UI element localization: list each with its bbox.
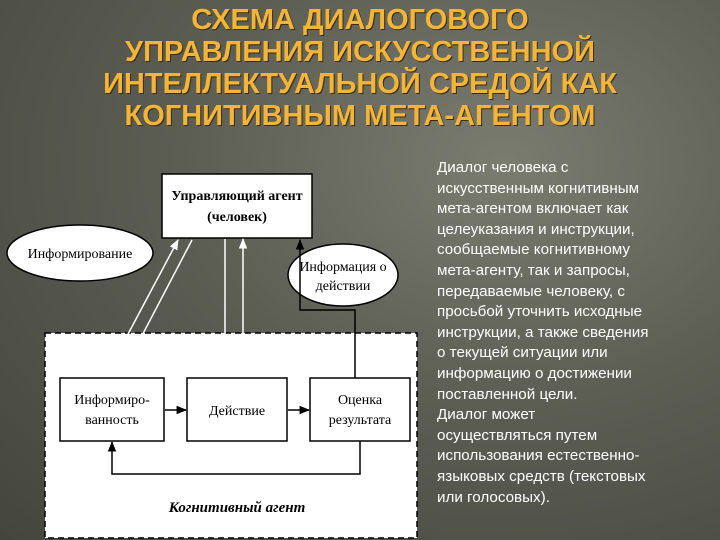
text-line: сообщаемые когнитивному [437, 241, 630, 259]
title-line: КОГНИТИВНЫМ МЕТА-АГЕНТОМ [124, 100, 596, 132]
scheme-diagram: Управляющий агент (человек) Информирован… [6, 173, 418, 539]
awareness-label: Информиро- [74, 393, 150, 408]
text-line: информацию о достижении [437, 364, 632, 382]
arrow-to-agent [109, 239, 179, 369]
managing-agent-label: Управляющий агент [171, 189, 302, 204]
awareness-box [59, 377, 165, 442]
action-label: Действие [209, 404, 265, 419]
evaluation-label: Оценка [338, 393, 383, 408]
informing-label: Информирование [28, 247, 133, 262]
action-info-label: действии [316, 279, 371, 294]
text-line: о текущей ситуации или [437, 344, 608, 362]
text-line: языковых средств (текстовых [437, 467, 646, 485]
cognitive-agent-label: Когнитивный агент [168, 500, 306, 516]
description-text: Диалог человека с искусственным когнитив… [437, 158, 719, 508]
managing-agent-box [161, 173, 313, 239]
action-info-label: Информация о [299, 260, 386, 275]
feedback-line [295, 238, 356, 378]
arrow-to-awareness [123, 239, 193, 371]
text-line: использования естественно- [437, 447, 640, 465]
text-line: целеуказания и инструкции, [437, 220, 635, 238]
text-line: осуществляться путем [437, 426, 598, 444]
managing-agent-label: (человек) [207, 210, 267, 225]
title-line: УПРАВЛЕНИЯ ИСКУССТВЕННОЙ [125, 36, 595, 68]
text-line: просьбой уточнить исходные [437, 303, 643, 321]
text-line: мета-агентом включает как [437, 200, 629, 218]
title-line: СХЕМА ДИАЛОГОВОГО [191, 4, 529, 36]
slide-title: СХЕМА ДИАЛОГОВОГО УПРАВЛЕНИЯ ИСКУССТВЕНН… [0, 4, 720, 132]
text-line: мета-агенту, так и запросы, [437, 261, 630, 279]
text-line: или голосовых). [437, 488, 550, 506]
action-info-ellipse [287, 243, 399, 307]
informing-ellipse [6, 224, 154, 282]
text-line: инструкции, а также сведения [437, 323, 649, 341]
title-line: ИНТЕЛЛЕКТУАЛЬНОЙ СРЕДОЙ КАК [103, 68, 617, 100]
evaluation-box [309, 377, 411, 442]
evaluation-label: результата [329, 413, 392, 428]
text-line: Диалог может [437, 406, 536, 424]
text-line: поставленной цели. [437, 385, 578, 403]
loop-line [107, 440, 361, 475]
text-line: Диалог человека с [437, 159, 569, 176]
text-line: искусственным когнитивным [437, 179, 640, 197]
text-line: передаваемые человеку, с [437, 282, 625, 300]
action-box [186, 377, 288, 442]
awareness-label: ванность [85, 413, 139, 428]
